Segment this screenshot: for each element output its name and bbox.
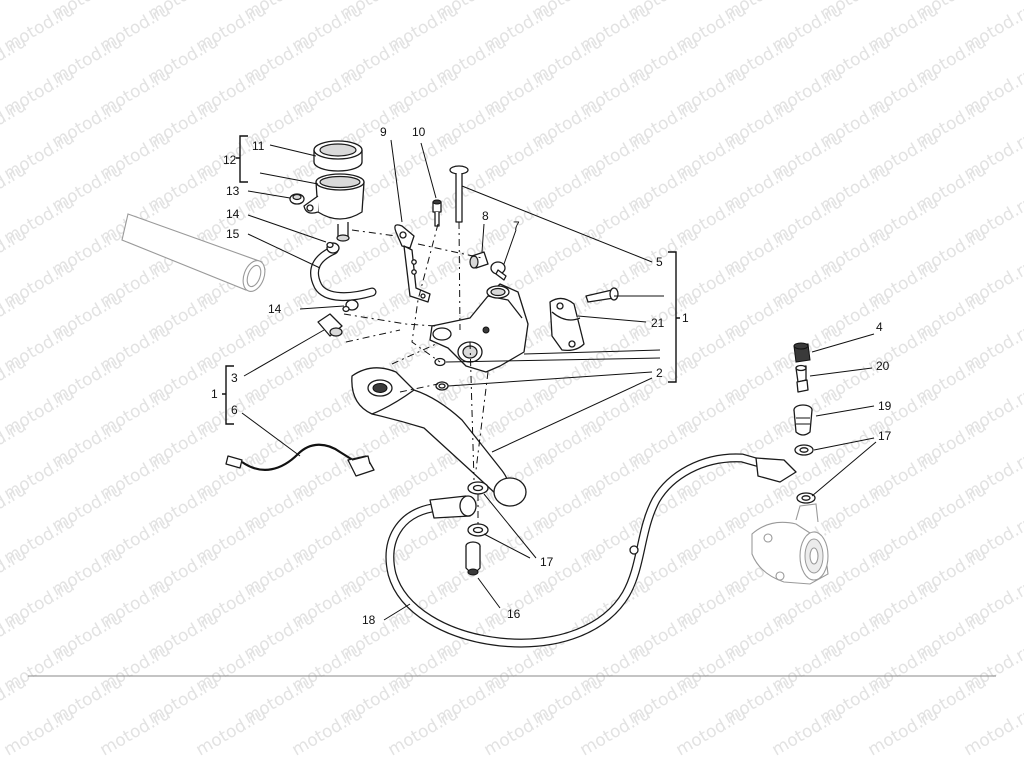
reservoir-cap xyxy=(313,140,363,172)
watermark-text: motod.ru xyxy=(481,704,559,760)
label-12: 12 xyxy=(223,153,237,167)
crush-washer-upper xyxy=(467,481,489,495)
crush-washer-right-upper xyxy=(794,444,814,456)
fluid-reservoir xyxy=(303,173,365,242)
label-8: 8 xyxy=(482,209,489,223)
watermark-text: motod.ru xyxy=(289,704,367,760)
label-10: 10 xyxy=(412,125,426,139)
slave-cylinder xyxy=(751,503,829,585)
label-14-bottom: 14 xyxy=(268,302,282,316)
hose-fitting xyxy=(317,313,343,337)
bleeder-cap xyxy=(793,342,811,363)
clutch-hose xyxy=(385,453,797,648)
clutch-lever xyxy=(351,367,527,507)
hose-clamp-lower xyxy=(342,299,359,313)
label-2: 2 xyxy=(656,366,663,380)
label-17-bottom: 17 xyxy=(540,555,554,569)
label-3: 3 xyxy=(231,371,238,385)
watermark-text: motod.ru xyxy=(193,704,271,760)
label-17-right: 17 xyxy=(878,429,892,443)
handlebar-clamp xyxy=(549,297,585,352)
crush-washer-right-lower xyxy=(796,492,816,504)
hose-clamp-upper xyxy=(326,241,340,254)
label-13: 13 xyxy=(226,184,240,198)
label-7: 7 xyxy=(513,219,520,233)
reservoir-bracket xyxy=(394,224,431,303)
watermark-text: motod.ru xyxy=(769,704,847,760)
pivot-bolt xyxy=(449,165,469,223)
watermark-text: motod.ru xyxy=(1,704,79,760)
braces xyxy=(222,135,680,425)
label-11: 11 xyxy=(252,139,265,153)
label-9: 9 xyxy=(380,125,387,139)
bleeder-valve xyxy=(795,364,809,393)
label-14-top: 14 xyxy=(226,207,240,221)
pivot-screw xyxy=(490,261,507,281)
label-4: 4 xyxy=(876,320,883,334)
assembly-axes xyxy=(343,221,489,524)
label-1-left: 1 xyxy=(211,387,218,401)
part-labels: 11 12 13 14 15 14 3 1 6 9 10 8 7 5 21 1 … xyxy=(211,125,892,627)
leader-lines xyxy=(241,139,877,621)
reservoir-hose xyxy=(310,245,377,301)
reservoir-grommet xyxy=(289,193,305,205)
handlebar-tube xyxy=(121,213,266,292)
bleeder-union xyxy=(793,404,813,436)
pivot-washer-lower xyxy=(435,381,449,391)
watermark-text: motod.ru xyxy=(961,704,1024,760)
label-1-right: 1 xyxy=(682,311,689,325)
watermark-text: motod.ru xyxy=(97,704,175,760)
watermark-text: motod.ru xyxy=(673,704,751,760)
label-20: 20 xyxy=(876,359,890,373)
banjo-bolt xyxy=(465,541,481,576)
watermark-text: motod.ru xyxy=(0,0,30,24)
label-19: 19 xyxy=(878,399,892,413)
watermark-text: motod.ru xyxy=(385,704,463,760)
crush-washer-lower xyxy=(467,523,489,537)
label-18: 18 xyxy=(362,613,376,627)
master-cylinder-body xyxy=(429,283,529,373)
label-21: 21 xyxy=(651,316,665,330)
label-15: 15 xyxy=(226,227,240,241)
watermark-text: motod.ru xyxy=(865,704,943,760)
label-16: 16 xyxy=(507,607,521,621)
label-5: 5 xyxy=(656,255,663,269)
clamp-bolt xyxy=(585,287,619,303)
watermark-text: motod.ru xyxy=(577,704,655,760)
label-6: 6 xyxy=(231,403,238,417)
